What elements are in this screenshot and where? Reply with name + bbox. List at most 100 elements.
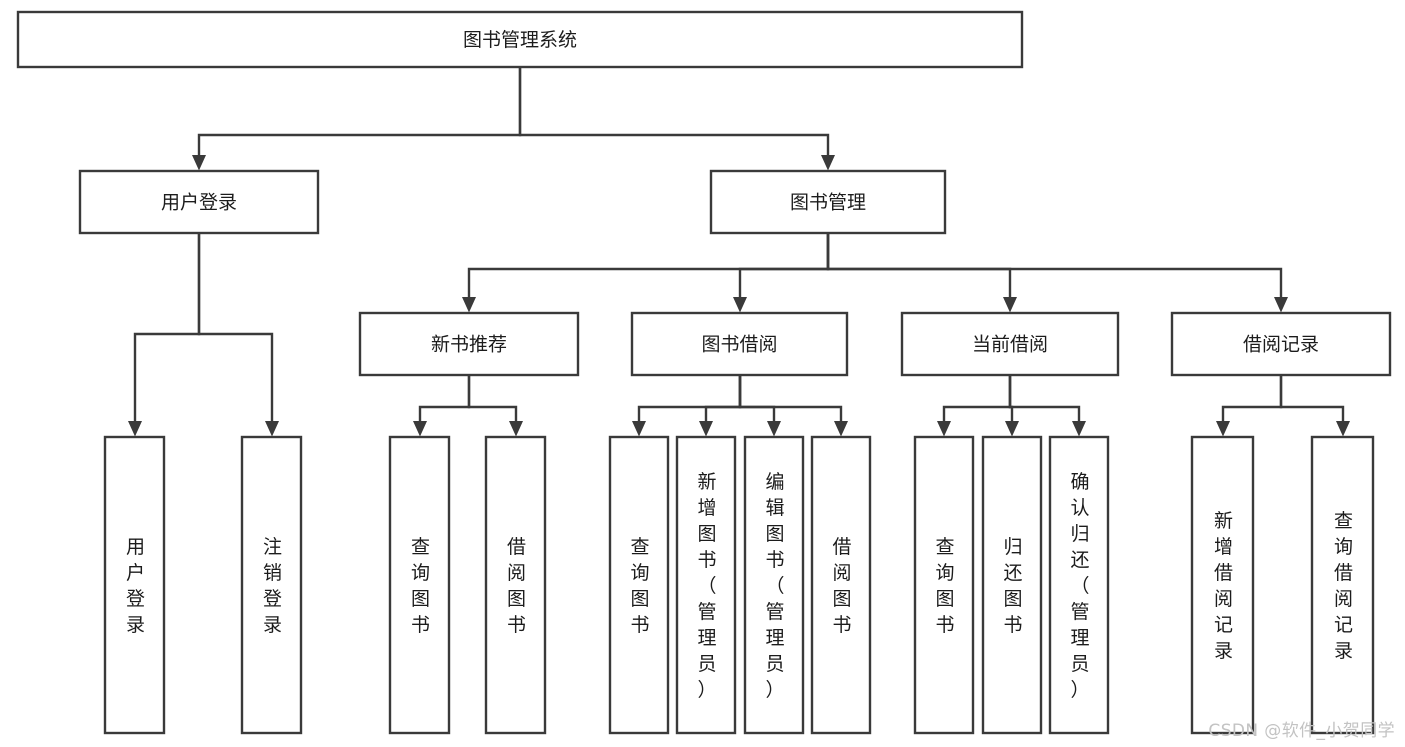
node-label: 新书推荐 — [431, 334, 507, 356]
node-box[interactable] — [16, 10, 1024, 69]
node-book-manage[interactable]: 图书管理 — [709, 169, 947, 235]
node-leaf-borrow-book-rec[interactable]: 借阅图书 — [484, 435, 547, 735]
node-label: 图书管理系统 — [463, 29, 577, 51]
arrow-head-icon — [1005, 421, 1019, 437]
node-root[interactable]: 图书管理系统 — [16, 10, 1024, 69]
arrow-head-icon — [834, 421, 848, 437]
node-leaf-query-book-current[interactable]: 查询图书 — [913, 435, 975, 735]
arrow-head-icon — [632, 421, 646, 437]
node-box[interactable] — [810, 435, 872, 735]
node-label: 确认归还（管理员） — [1070, 471, 1089, 701]
node-label: 借阅图书 — [507, 536, 526, 636]
node-box[interactable] — [709, 169, 947, 235]
arrow-head-icon — [733, 297, 747, 313]
arrow-head-icon — [265, 421, 279, 437]
connector-borrow-record-to-leaf-add-borrow-record — [1216, 375, 1283, 437]
node-box[interactable] — [900, 311, 1120, 377]
node-label: 查询图书 — [630, 536, 649, 636]
node-label: 新增图书（管理员） — [697, 471, 716, 701]
node-box[interactable] — [981, 435, 1043, 735]
node-box[interactable] — [78, 169, 320, 235]
connector-current-borrow-to-leaf-query-book-current — [937, 375, 1012, 437]
node-leaf-logout-login[interactable]: 注销登录 — [240, 435, 303, 735]
node-new-book-recommend[interactable]: 新书推荐 — [358, 311, 580, 377]
node-user-login[interactable]: 用户登录 — [78, 169, 320, 235]
connector-user-login-to-leaf-user-login — [128, 233, 201, 437]
node-leaf-borrow-book[interactable]: 借阅图书 — [810, 435, 872, 735]
node-box[interactable] — [240, 435, 303, 735]
arrow-head-icon — [1072, 421, 1086, 437]
node-label: 借阅记录 — [1243, 334, 1319, 356]
connector-root-to-user-login — [192, 67, 522, 171]
node-label: 编辑图书（管理员） — [765, 471, 784, 701]
node-label: 用户登录 — [161, 192, 237, 214]
node-leaf-user-login[interactable]: 用户登录 — [103, 435, 166, 735]
arrow-head-icon — [192, 155, 206, 171]
arrow-head-icon — [767, 421, 781, 437]
connector-user-login-to-leaf-logout-login — [197, 233, 279, 437]
node-label: 用户登录 — [126, 536, 145, 636]
node-box[interactable] — [675, 435, 737, 735]
arrow-head-icon — [1274, 297, 1288, 313]
node-layer: 图书管理系统用户登录图书管理新书推荐图书借阅当前借阅借阅记录用户登录注销登录查询… — [16, 10, 1392, 735]
node-box[interactable] — [630, 311, 849, 377]
node-book-borrow[interactable]: 图书借阅 — [630, 311, 849, 377]
connector-book-borrow-to-leaf-edit-book-admin — [738, 375, 781, 437]
arrow-head-icon — [1003, 297, 1017, 313]
node-leaf-edit-book-admin[interactable]: 编辑图书（管理员） — [743, 435, 805, 735]
arrow-head-icon — [1216, 421, 1230, 437]
node-label: 借阅图书 — [832, 536, 851, 636]
node-box[interactable] — [388, 435, 451, 735]
arrow-head-icon — [509, 421, 523, 437]
node-label: 查询图书 — [935, 536, 954, 636]
node-box[interactable] — [358, 311, 580, 377]
node-box[interactable] — [1310, 435, 1375, 735]
node-box[interactable] — [484, 435, 547, 735]
node-current-borrow[interactable]: 当前借阅 — [900, 311, 1120, 377]
node-leaf-query-borrow-record[interactable]: 查询借阅记录 — [1310, 435, 1375, 735]
node-box[interactable] — [913, 435, 975, 735]
arrow-head-icon — [462, 297, 476, 313]
node-box[interactable] — [1170, 311, 1392, 377]
node-box[interactable] — [1190, 435, 1255, 735]
node-label: 图书借阅 — [701, 334, 777, 356]
node-label: 查询图书 — [411, 536, 430, 636]
node-box[interactable] — [743, 435, 805, 735]
node-leaf-confirm-return-admin[interactable]: 确认归还（管理员） — [1048, 435, 1110, 735]
node-label: 当前借阅 — [972, 334, 1048, 356]
connector-book-manage-to-book-borrow — [733, 233, 830, 313]
node-label: 查询借阅记录 — [1334, 510, 1353, 662]
connector-book-manage-to-new-book-recommend — [462, 233, 830, 313]
node-label: 图书管理 — [790, 192, 866, 214]
node-leaf-add-book-admin[interactable]: 新增图书（管理员） — [675, 435, 737, 735]
node-label: 注销登录 — [263, 536, 282, 636]
node-leaf-query-book-borrow[interactable]: 查询图书 — [608, 435, 670, 735]
arrow-head-icon — [413, 421, 427, 437]
connector-new-book-recommend-to-leaf-borrow-book-rec — [467, 375, 523, 437]
node-box[interactable] — [103, 435, 166, 735]
node-leaf-return-book[interactable]: 归还图书 — [981, 435, 1043, 735]
arrow-head-icon — [937, 421, 951, 437]
connector-layer — [128, 67, 1350, 437]
connector-book-borrow-to-leaf-query-book-borrow — [632, 375, 742, 437]
node-leaf-add-borrow-record[interactable]: 新增借阅记录 — [1190, 435, 1255, 735]
connector-new-book-recommend-to-leaf-query-book-rec — [413, 375, 471, 437]
connector-current-borrow-to-leaf-return-book — [1005, 375, 1019, 437]
node-leaf-query-book-rec[interactable]: 查询图书 — [388, 435, 451, 735]
node-label: 归还图书 — [1003, 536, 1022, 636]
connector-current-borrow-to-leaf-confirm-return-admin — [1008, 375, 1086, 437]
node-borrow-record[interactable]: 借阅记录 — [1170, 311, 1392, 377]
connector-book-borrow-to-leaf-add-book-admin — [699, 375, 742, 437]
node-box[interactable] — [1048, 435, 1110, 735]
arrow-head-icon — [699, 421, 713, 437]
arrow-head-icon — [1336, 421, 1350, 437]
connector-borrow-record-to-leaf-query-borrow-record — [1279, 375, 1350, 437]
arrow-head-icon — [821, 155, 835, 171]
arrow-head-icon — [128, 421, 142, 437]
connector-book-manage-to-borrow-record — [826, 233, 1288, 313]
node-box[interactable] — [608, 435, 670, 735]
connector-root-to-book-manage — [518, 67, 835, 171]
connector-book-manage-to-current-borrow — [826, 233, 1017, 313]
